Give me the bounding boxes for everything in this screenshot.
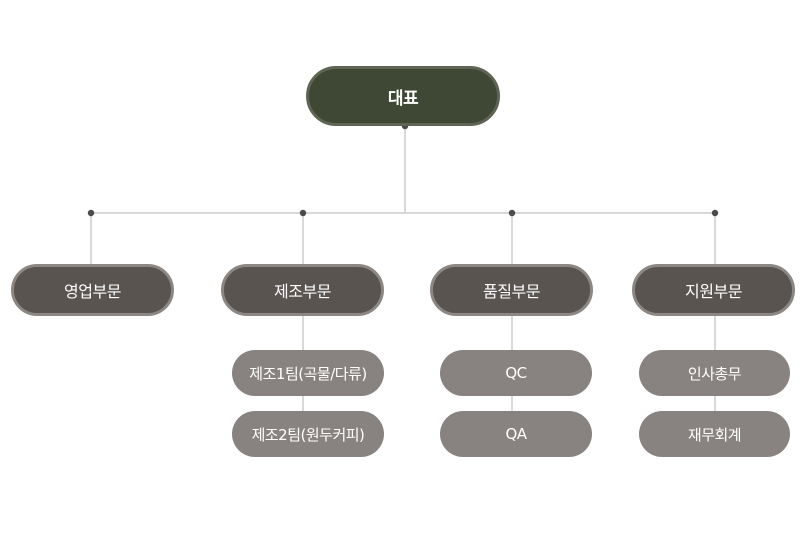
dept-node-sales: 영업부문 — [11, 264, 174, 316]
dept-label: 영업부문 — [64, 282, 121, 301]
team-node-support-2: 재무회계 — [639, 411, 790, 457]
dept-label: 지원부문 — [685, 282, 742, 301]
bus-dot-quality — [508, 209, 516, 217]
root-node: 대표 — [306, 66, 500, 126]
team-label: QA — [505, 425, 527, 443]
team-label: QC — [505, 364, 527, 382]
root-label: 대표 — [387, 88, 419, 109]
dept-label: 제조부문 — [274, 282, 331, 301]
team-node-support-1: 인사총무 — [639, 350, 790, 396]
bus-dot-support — [711, 209, 719, 217]
team-label: 제조2팀(원두커피) — [251, 425, 365, 444]
team-node-manufacturing-1: 제조1팀(곡물/다류) — [232, 350, 384, 396]
dept-node-manufacturing: 제조부문 — [221, 264, 384, 316]
dept-node-support: 지원부문 — [632, 264, 795, 316]
team-node-quality-2: QA — [440, 411, 592, 457]
team-label: 재무회계 — [687, 425, 742, 444]
dept-node-quality: 품질부문 — [430, 264, 593, 316]
dept-label: 품질부문 — [483, 282, 540, 301]
team-node-quality-1: QC — [440, 350, 592, 396]
bus-dot-sales — [87, 209, 95, 217]
bus-dot-manufacturing — [299, 209, 307, 217]
team-label: 인사총무 — [687, 364, 742, 383]
team-node-manufacturing-2: 제조2팀(원두커피) — [232, 411, 384, 457]
team-label: 제조1팀(곡물/다류) — [249, 364, 367, 383]
